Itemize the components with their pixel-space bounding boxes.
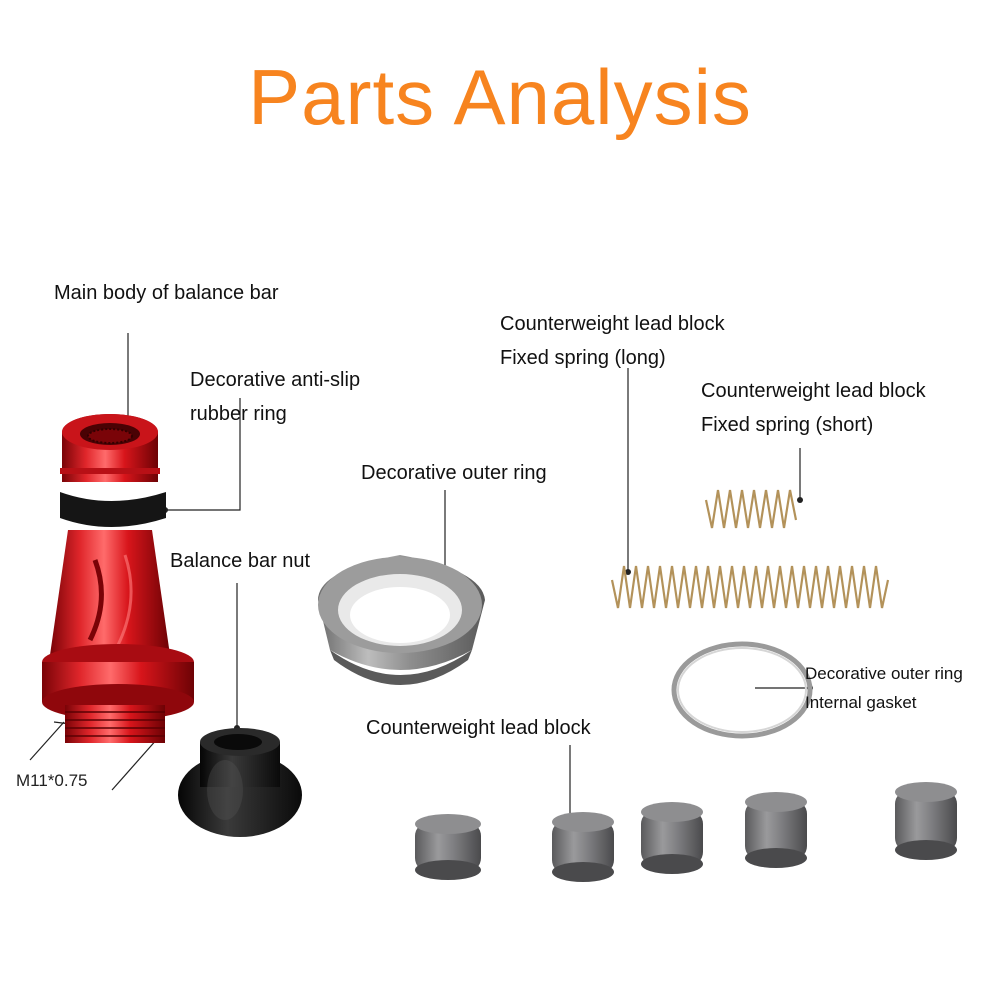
spring-short [704,489,798,529]
lead-block [641,802,703,874]
page-title: Parts Analysis [248,53,752,141]
balance-bar-body [42,414,194,743]
dimension-line-right [111,737,159,791]
label-thread-size: M11*0.75 [16,771,88,790]
lead-block [552,812,614,882]
label-anti-slip-line2: rubber ring [190,403,287,425]
lead-blocks [415,782,957,882]
label-anti-slip-line1: Decorative anti-slip [190,369,361,391]
label-lead-block: Counterweight lead block [366,717,591,739]
decorative-outer-ring [318,555,485,685]
label-main-body: Main body of balance bar [54,282,279,304]
label-spring-long-line1: Counterweight lead block [500,313,725,335]
label-gasket-line2: Internal gasket [805,693,917,712]
label-gasket-line1: Decorative outer ring [805,664,963,683]
label-spring-short-line1: Counterweight lead block [701,380,926,402]
lead-block [895,782,957,860]
lead-block [745,792,807,868]
label-nut: Balance bar nut [170,550,311,572]
leader-anti-slip [165,398,241,511]
balance-bar-nut [178,728,302,837]
dimension-line-left [29,721,65,761]
label-spring-long-line2: Fixed spring (long) [500,347,666,369]
lead-block [415,814,481,880]
spring-long [610,565,890,609]
internal-gasket [671,641,813,739]
label-spring-short-line2: Fixed spring (short) [701,414,874,436]
label-outer-ring: Decorative outer ring [361,462,547,484]
